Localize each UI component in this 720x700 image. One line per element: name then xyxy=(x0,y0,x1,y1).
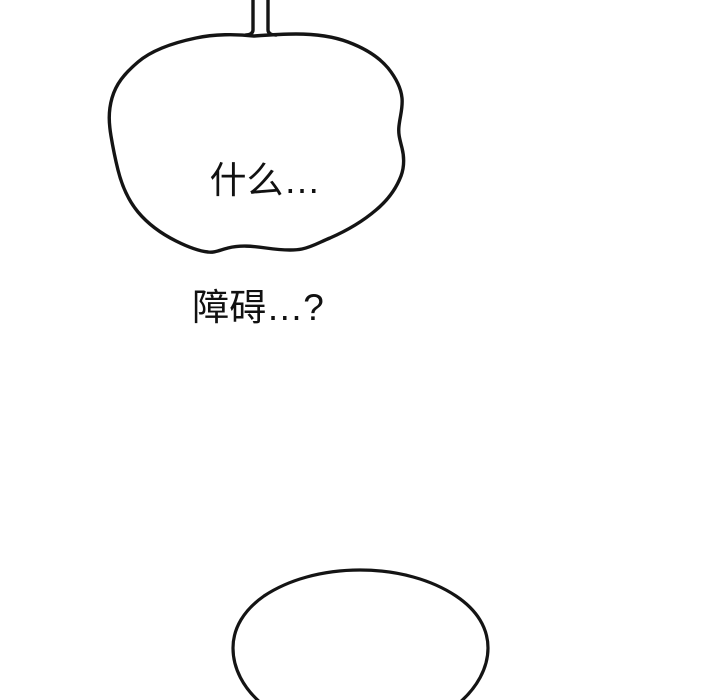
bottom-speech-bubble xyxy=(231,568,490,700)
top-speech-bubble xyxy=(107,0,406,254)
top-bubble-line-2: 障碍…? xyxy=(192,287,324,328)
top-bubble-outline xyxy=(107,32,406,254)
bottom-bubble-outline xyxy=(231,568,490,700)
top-bubble-tail-left-stroke xyxy=(244,0,255,37)
bottom-bubble-text: 我 xyxy=(232,652,488,700)
top-bubble-text: 什么… 障碍…? xyxy=(110,88,406,416)
top-bubble-line-1: 什么… xyxy=(209,160,321,201)
top-bubble-tail-right-stroke xyxy=(266,0,278,37)
